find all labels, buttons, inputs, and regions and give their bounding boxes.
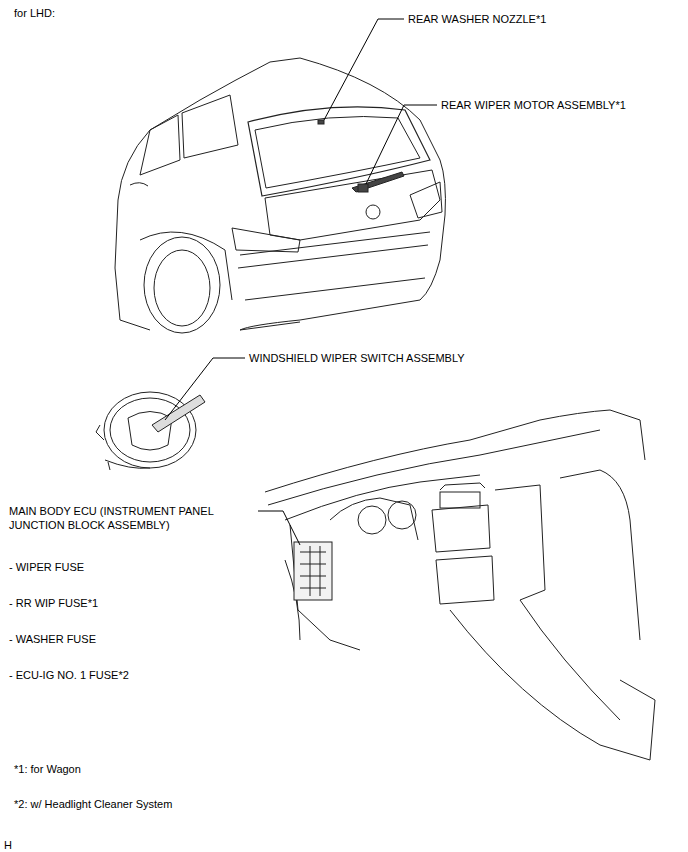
leader-line [165, 19, 437, 545]
instrument-panel-part [268, 430, 600, 505]
instrument-panel-part [330, 498, 418, 540]
steering-wheel [96, 392, 205, 470]
car-rear-part [130, 183, 148, 186]
instrument-panel-part [294, 542, 332, 600]
car-rear-part [248, 107, 430, 196]
instrument-panel-part [495, 485, 545, 600]
part-label: WINDSHIELD WIPER SWITCH ASSEMBLY [249, 351, 465, 365]
instrument-panel-part [436, 556, 494, 604]
instrument-panel-part [440, 483, 485, 490]
instrument-panel-part [285, 475, 480, 520]
footnote: *1: for Wagon [14, 762, 81, 776]
car-rear-part [140, 115, 180, 175]
instrument-panel-part [600, 680, 655, 760]
car-rear-part [240, 322, 300, 330]
figure-code: H [4, 838, 12, 852]
steering-wheel-part [108, 462, 110, 470]
car-rear-part [366, 205, 380, 219]
fuse-label: - ECU-IG NO. 1 FUSE*2 [9, 668, 129, 682]
car-rear-part [115, 58, 300, 268]
instrument-panel-part [450, 610, 600, 745]
fuse-label: - RR WIP FUSE*1 [9, 596, 98, 610]
leader-line-part [366, 105, 437, 184]
car-rear [115, 58, 445, 333]
steering-wheel-part [152, 395, 205, 432]
car-rear-part [358, 184, 368, 192]
page-title: for LHD: [14, 6, 55, 20]
part-label: REAR WASHER NOZZLE*1 [408, 12, 546, 26]
car-rear-part [238, 245, 428, 268]
instrument-panel-part [290, 525, 360, 650]
car-rear-part [240, 232, 430, 255]
instrument-panel-part [358, 506, 386, 534]
car-rear-part [232, 228, 300, 252]
car-rear-part [140, 232, 232, 300]
leader-line-part [324, 19, 404, 120]
part-label: REAR WIPER MOTOR ASSEMBLY*1 [441, 98, 626, 112]
footnote: *2: w/ Headlight Cleaner System [14, 797, 172, 811]
instrument-panel-part [432, 505, 490, 552]
part-label: MAIN BODY ECU (INSTRUMENT PANEL JUNCTION… [9, 504, 247, 533]
leader-line-part [258, 511, 300, 545]
car-rear-part [144, 237, 220, 333]
instrument-panel-part [300, 546, 326, 596]
car-rear-part [245, 278, 425, 300]
steering-wheel-part [110, 398, 190, 462]
instrument-panel-part [560, 470, 640, 640]
leader-line-part [165, 358, 245, 420]
car-rear-part [154, 250, 210, 326]
instrument-panel-part [610, 410, 645, 460]
steering-wheel-part [104, 392, 196, 468]
car-rear-part [352, 172, 404, 192]
instrument-panel-part [388, 501, 416, 529]
fuse-label: - WASHER FUSE [9, 632, 96, 646]
car-rear-part [410, 182, 442, 218]
instrument-panel-part [440, 492, 480, 508]
car-rear-part [240, 58, 445, 330]
fuse-label: - WIPER FUSE [9, 560, 84, 574]
steering-wheel-part [105, 460, 150, 468]
car-rear-part [115, 268, 150, 330]
car-rear-part [318, 120, 324, 124]
steering-wheel-part [96, 425, 104, 440]
instrument-panel-part [520, 600, 620, 720]
car-rear-part [182, 95, 238, 158]
instrument-panel [265, 410, 655, 760]
